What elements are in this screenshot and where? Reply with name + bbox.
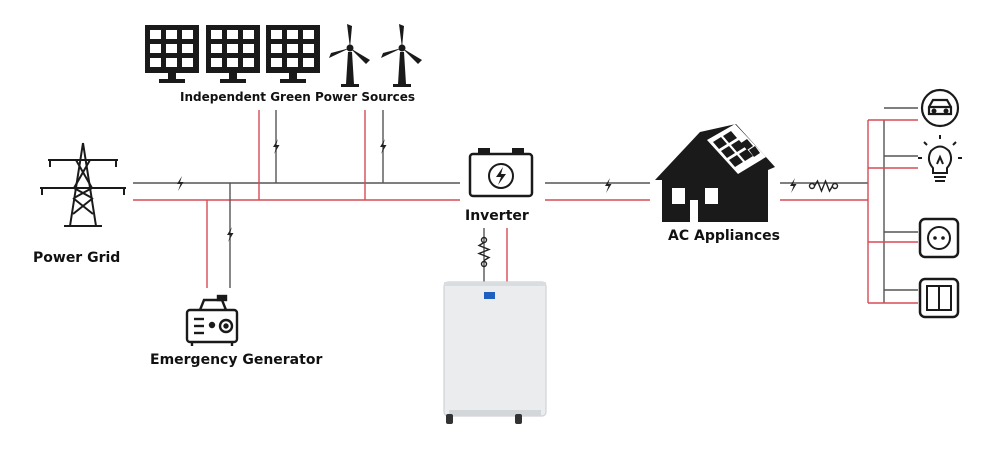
wiring [133, 107, 918, 304]
lightning-icon [177, 176, 184, 191]
lightning-icon [790, 178, 797, 193]
generator-icon [185, 294, 239, 346]
wind-turbine-icon [381, 24, 422, 87]
emergency-generator-label: Emergency Generator [150, 352, 323, 368]
light-bulb-icon [918, 135, 962, 182]
car-icon [920, 88, 960, 128]
solar-panel-icon [266, 25, 320, 83]
solar-panel-icon [145, 25, 199, 83]
house-icon [655, 124, 775, 222]
solar-panel-icon [206, 25, 260, 83]
ac-appliances-label: AC Appliances [668, 228, 780, 244]
transmission-tower-icon [40, 142, 126, 227]
resistor-icon [477, 236, 491, 268]
lightning-icon [605, 178, 612, 193]
socket-icon [918, 217, 960, 259]
wind-turbine-icon [329, 24, 370, 87]
power-grid-label: Power Grid [33, 250, 121, 266]
switch-icon [918, 277, 960, 319]
green-sources-label: Independent Green Power Sources [180, 90, 416, 104]
inverter-icon [468, 148, 534, 198]
inverter-label: Inverter [465, 208, 529, 224]
resistor-icon [808, 179, 839, 193]
battery-cabinet-icon [443, 281, 547, 424]
